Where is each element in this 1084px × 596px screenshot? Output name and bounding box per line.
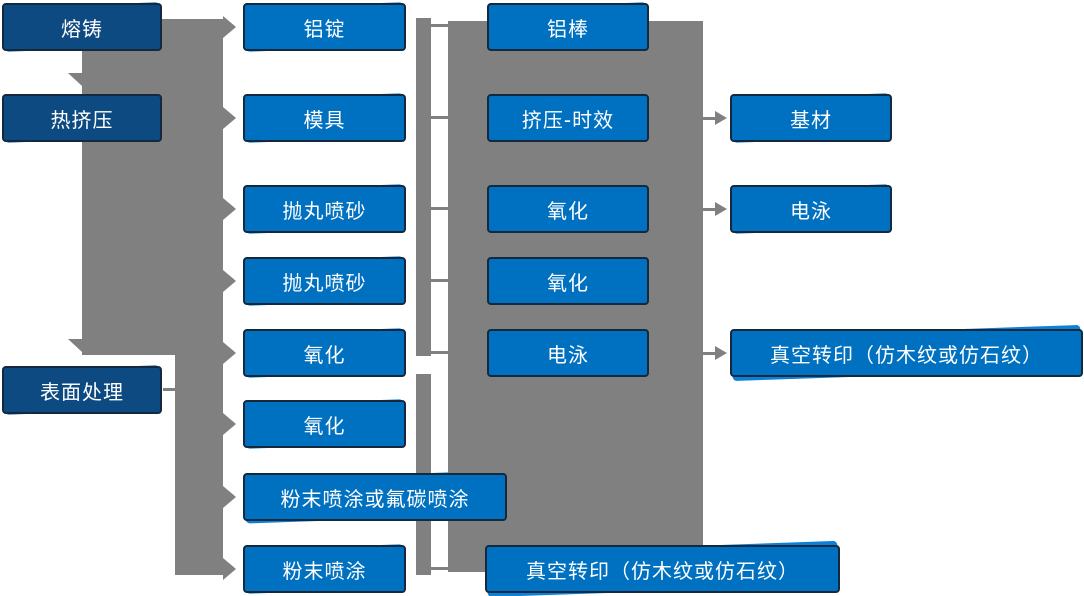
arrow-right-icon xyxy=(223,342,236,364)
arrow-down-icon xyxy=(68,73,96,86)
connector-stub xyxy=(431,351,448,354)
node-surface-treatment: 表面处理 xyxy=(2,366,162,414)
connector-stub xyxy=(431,116,448,119)
node-oxidation-1: 氧化 xyxy=(243,329,406,377)
connector-stub xyxy=(163,388,175,391)
node-aluminum-rod: 铝棒 xyxy=(487,3,649,51)
node-oxidation-2: 氧化 xyxy=(243,400,406,448)
node-shot-blasting-1: 抛丸喷砂 xyxy=(243,185,406,233)
connector-stub xyxy=(431,207,448,210)
connector-stub xyxy=(703,208,716,211)
arrow-right-icon xyxy=(223,413,236,435)
node-vacuum-transfer-2: 真空转印（仿木纹或仿石纹） xyxy=(730,329,1083,377)
node-oxidation-4: 氧化 xyxy=(487,257,649,305)
node-hot-extrusion: 热挤压 xyxy=(2,94,162,142)
connector-stub xyxy=(431,279,448,282)
node-electrophoresis-1: 电泳 xyxy=(487,329,649,377)
arrow-down-icon xyxy=(68,339,96,352)
arrow-right-icon xyxy=(223,486,236,508)
node-vacuum-transfer-1: 真空转印（仿木纹或仿石纹） xyxy=(485,545,840,593)
flow-bar-mid-top xyxy=(416,18,431,356)
connector-stub xyxy=(431,24,448,27)
arrow-right-icon xyxy=(223,558,236,580)
arrow-right-icon xyxy=(223,16,236,38)
arrow-right-icon xyxy=(715,202,727,216)
flow-band-main xyxy=(82,19,223,355)
flow-bar-surface xyxy=(175,355,223,575)
node-mold: 模具 xyxy=(243,94,406,142)
connector-stub xyxy=(703,352,716,355)
node-powder-or-fluorocarbon-coating: 粉末喷涂或氟碳喷涂 xyxy=(243,473,507,521)
node-shot-blasting-2: 抛丸喷砂 xyxy=(243,257,406,305)
node-extrusion-aging: 挤压-时效 xyxy=(487,94,649,142)
connector-stub xyxy=(431,567,448,570)
connector-stub xyxy=(703,117,716,120)
node-powder-coating: 粉末喷涂 xyxy=(243,545,406,593)
node-oxidation-3: 氧化 xyxy=(487,185,649,233)
node-electrophoresis-2: 电泳 xyxy=(730,185,892,233)
arrow-right-icon xyxy=(223,270,236,292)
arrow-right-icon xyxy=(223,198,236,220)
arrow-right-icon xyxy=(223,107,236,129)
node-melting-casting: 熔铸 xyxy=(2,3,162,51)
node-base-material: 基材 xyxy=(730,94,892,142)
arrow-right-icon xyxy=(715,111,727,125)
arrow-right-icon xyxy=(715,346,727,360)
node-aluminum-ingot: 铝锭 xyxy=(243,3,406,51)
